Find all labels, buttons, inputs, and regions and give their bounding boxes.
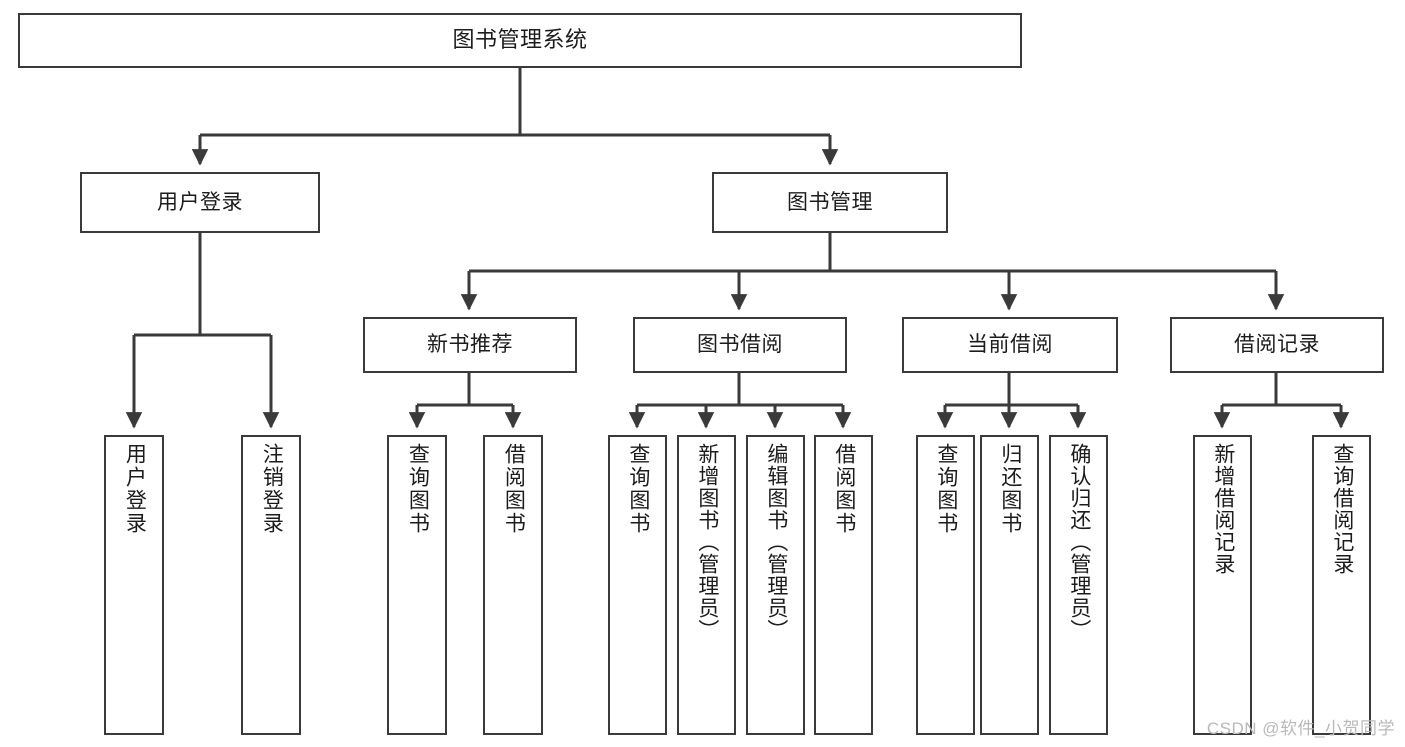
node-root-label: 图书管理系统: [452, 27, 588, 53]
node-leaf-query-book-1-label: 查询图书: [406, 443, 430, 535]
node-user-login-label: 用户登录: [157, 190, 243, 214]
node-leaf-query-book-2-label: 查询图书: [626, 443, 650, 535]
node-leaf-add-book-label: 新增图书（管理员）: [695, 443, 719, 641]
node-new-book-rec[interactable]: 新书推荐: [363, 317, 577, 373]
node-leaf-edit-book-label: 编辑图书（管理员）: [764, 443, 788, 641]
node-leaf-query-book-2[interactable]: 查询图书: [608, 435, 667, 735]
node-leaf-borrow-book-1[interactable]: 借阅图书: [483, 435, 543, 735]
node-leaf-confirm-return-label: 确认归还（管理员）: [1067, 443, 1091, 641]
node-leaf-user-login-label: 用户登录: [123, 443, 147, 535]
node-leaf-confirm-return[interactable]: 确认归还（管理员）: [1049, 435, 1108, 735]
node-leaf-add-book[interactable]: 新增图书（管理员）: [677, 435, 736, 735]
node-borrow-record[interactable]: 借阅记录: [1170, 317, 1384, 373]
node-root[interactable]: 图书管理系统: [18, 13, 1022, 68]
node-new-book-rec-label: 新书推荐: [427, 333, 513, 357]
node-leaf-borrow-book-2[interactable]: 借阅图书: [814, 435, 873, 735]
node-leaf-edit-book[interactable]: 编辑图书（管理员）: [746, 435, 805, 735]
node-leaf-query-book-3-label: 查询图书: [934, 443, 958, 535]
node-borrow-record-label: 借阅记录: [1234, 333, 1320, 357]
node-current-borrow[interactable]: 当前借阅: [902, 317, 1118, 373]
node-current-borrow-label: 当前借阅: [967, 333, 1053, 357]
node-leaf-query-record[interactable]: 查询借阅记录: [1312, 435, 1371, 735]
node-book-manage[interactable]: 图书管理: [712, 172, 948, 233]
node-book-manage-label: 图书管理: [787, 190, 873, 214]
node-leaf-borrow-book-2-label: 借阅图书: [832, 443, 856, 535]
node-leaf-query-record-label: 查询借阅记录: [1330, 443, 1354, 575]
node-leaf-add-record-label: 新增借阅记录: [1211, 443, 1235, 575]
node-leaf-return-book-label: 归还图书: [998, 443, 1022, 535]
node-leaf-user-login[interactable]: 用户登录: [104, 435, 164, 735]
node-leaf-query-book-1[interactable]: 查询图书: [387, 435, 447, 735]
node-book-borrow[interactable]: 图书借阅: [633, 317, 847, 373]
node-leaf-return-book[interactable]: 归还图书: [980, 435, 1039, 735]
node-leaf-query-book-3[interactable]: 查询图书: [916, 435, 975, 735]
node-leaf-logout-login-label: 注销登录: [260, 443, 284, 535]
node-leaf-logout-login[interactable]: 注销登录: [241, 435, 301, 735]
node-leaf-add-record[interactable]: 新增借阅记录: [1193, 435, 1252, 735]
node-leaf-borrow-book-1-label: 借阅图书: [502, 443, 526, 535]
node-user-login[interactable]: 用户登录: [80, 172, 320, 233]
node-book-borrow-label: 图书借阅: [697, 333, 783, 357]
